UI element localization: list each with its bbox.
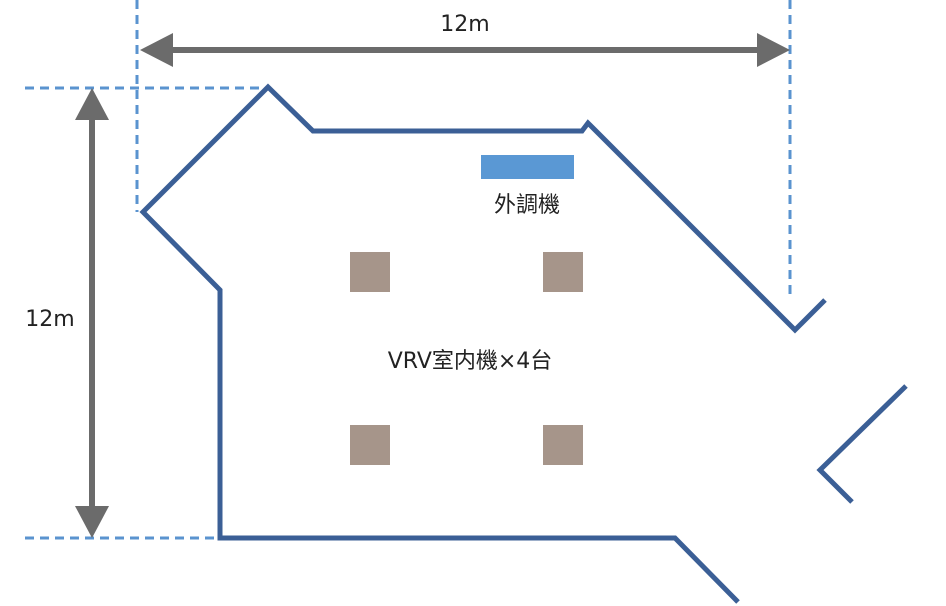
width-dimension-label: 12m (440, 12, 489, 37)
width-arrowhead-right (757, 33, 790, 67)
indoor-unit (350, 425, 390, 465)
indoor-unit (543, 252, 583, 292)
indoor-unit (350, 252, 390, 292)
width-arrowhead-left (140, 33, 173, 67)
indoor-units-label: VRV室内機×4台 (388, 349, 553, 374)
height-dimension-arrow (75, 88, 109, 538)
building-walls (139, 83, 908, 604)
width-dimension-arrow (140, 33, 790, 67)
outdoor-unit (481, 155, 574, 179)
indoor-units (350, 252, 583, 465)
outdoor-unit-label: 外調機 (494, 193, 560, 218)
height-arrowhead-bottom (75, 506, 109, 538)
dimension-guide-lines (25, 0, 792, 540)
wall-entrance-segment (816, 384, 908, 504)
wall-main-outline (139, 83, 827, 604)
height-arrowhead-top (75, 88, 109, 120)
indoor-unit (543, 425, 583, 465)
height-dimension-label: 12m (25, 307, 74, 332)
